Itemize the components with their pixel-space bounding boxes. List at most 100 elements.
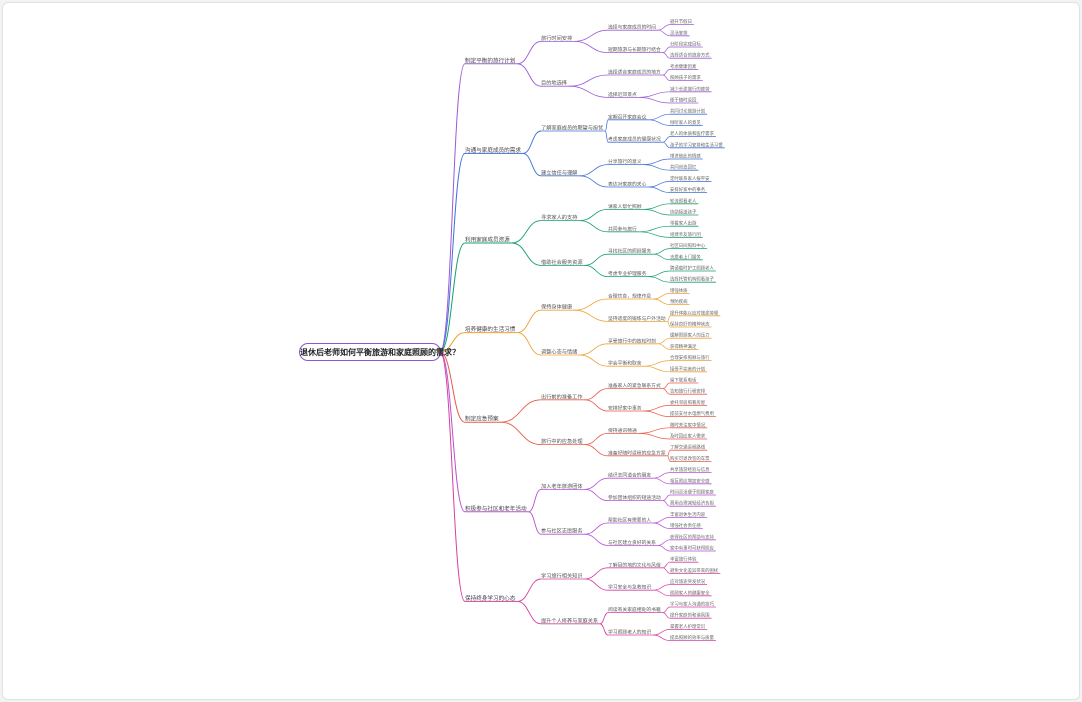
branch-node[interactable]: 制定应急预案 — [465, 415, 499, 423]
leaf-node[interactable]: 组建亲友旅行团 — [670, 231, 701, 238]
level2-node[interactable]: 目的地选择 — [541, 79, 568, 87]
leaf-node[interactable]: 了解交通返程路线 — [670, 444, 706, 451]
branch-node[interactable]: 培养健康的生活习惯 — [465, 325, 516, 333]
branch-node[interactable]: 积极参与社区和老年活动 — [465, 504, 527, 512]
level3-node[interactable]: 与社区建立良好的关系 — [608, 539, 656, 546]
leaf-node[interactable]: 共同讨论旅游计划 — [670, 108, 705, 115]
level3-node[interactable]: 共同参与旅行 — [608, 225, 637, 232]
leaf-node[interactable]: 便于随时返回 — [670, 97, 697, 104]
leaf-node[interactable]: 减少长途旅行的疲劳 — [670, 85, 710, 92]
level3-node[interactable]: 保持通讯畅通 — [608, 427, 637, 434]
leaf-node[interactable]: 灵活安排 — [670, 29, 688, 36]
level2-node[interactable]: 保持身体健康 — [541, 303, 572, 311]
leaf-node[interactable]: 告知旅行行程安排 — [670, 388, 706, 395]
leaf-node[interactable]: 照顾孩子的需求 — [670, 74, 701, 81]
leaf-node[interactable]: 时间灵活便于照顾家庭 — [670, 489, 715, 496]
leaf-node[interactable]: 预防疾病 — [670, 298, 688, 305]
level2-node[interactable]: 了解家庭成员的期望与担忧 — [541, 124, 603, 132]
level3-node[interactable]: 合理饮食，规律作息 — [608, 293, 651, 300]
leaf-node[interactable]: 委托邻居照看房屋 — [670, 399, 706, 406]
level2-node[interactable]: 学习旅行相关知识 — [541, 572, 583, 580]
root-topic-node[interactable]: 退休后老师如何平衡旅游和家庭照顾的需求？ — [299, 343, 460, 361]
leaf-node[interactable]: 丰富退休生活内容 — [670, 511, 706, 518]
leaf-node[interactable]: 聘请临时护工照顾老人 — [670, 265, 715, 272]
level2-node[interactable]: 旅行时间安排 — [541, 34, 572, 42]
level3-node[interactable]: 享受旅行中的放松时刻 — [608, 337, 656, 344]
leaf-node[interactable]: 增强体质 — [670, 287, 688, 294]
leaf-node[interactable]: 避开节假日 — [670, 18, 692, 25]
leaf-node[interactable]: 及时回应家人需求 — [670, 433, 706, 440]
level3-node[interactable]: 短期旅游与长期旅行结合 — [608, 46, 661, 53]
level2-node[interactable]: 加入老年旅游团体 — [541, 482, 583, 490]
level2-node[interactable]: 旅行中的应急处理 — [541, 437, 583, 445]
leaf-node[interactable]: 留下联系电话 — [670, 377, 697, 384]
level3-node[interactable]: 选择与家庭成员的时间 — [608, 24, 656, 31]
leaf-node[interactable]: 选择托管机构照看孩子 — [670, 276, 715, 283]
level3-node[interactable]: 考虑专业护理服务 — [608, 270, 647, 277]
leaf-node[interactable]: 孩子的学习安排和生活习惯 — [670, 141, 723, 148]
leaf-node[interactable]: 倾听家人的意见 — [670, 119, 701, 126]
level3-node[interactable]: 分享旅行的意义 — [608, 158, 642, 165]
level3-node[interactable]: 安排好家中事务 — [608, 405, 642, 412]
leaf-node[interactable]: 合理安排照顾与旅行 — [670, 354, 710, 361]
leaf-node[interactable]: 随时关注家中情况 — [670, 421, 706, 428]
level2-node[interactable]: 寻求家人的支持 — [541, 213, 577, 221]
leaf-node[interactable]: 考虑健康因素 — [670, 63, 697, 70]
leaf-node[interactable]: 分阶段完成目标 — [670, 41, 701, 48]
level2-node[interactable]: 建立信任与理解 — [541, 168, 577, 176]
branch-node[interactable]: 制定平衡的旅行计划 — [465, 56, 516, 64]
leaf-node[interactable]: 家中有事时可获得照应 — [670, 545, 715, 552]
leaf-node[interactable]: 照顾家人的健康安全 — [670, 589, 710, 596]
level3-node[interactable]: 准备好随时返程的应急方案 — [608, 449, 666, 456]
leaf-node[interactable]: 老人的体质和医疗需求 — [670, 130, 715, 137]
level3-node[interactable]: 学会平衡和取舍 — [608, 360, 642, 367]
leaf-node[interactable]: 提升体能以应对旅途劳顿 — [670, 309, 719, 316]
level3-node[interactable]: 坚持适度的锻炼与户外活动 — [608, 315, 666, 322]
level3-node[interactable]: 请家人帮忙照顾 — [608, 203, 642, 210]
leaf-node[interactable]: 选择适合的旅游方式 — [670, 52, 710, 59]
leaf-node[interactable]: 协助接送孩子 — [670, 209, 697, 216]
leaf-node[interactable]: 缓解照顾家人的压力 — [670, 332, 710, 339]
level3-node[interactable]: 寻找社区的照顾服务 — [608, 248, 651, 255]
leaf-node[interactable]: 定时联系家人报平安 — [670, 175, 710, 182]
leaf-node[interactable]: 提前支付水电燃气费用 — [670, 410, 714, 417]
branch-node[interactable]: 利用家庭成员资源 — [465, 236, 510, 244]
leaf-node[interactable]: 共同创造回忆 — [670, 164, 697, 171]
leaf-node[interactable]: 保持良好的精神状态 — [670, 321, 710, 328]
level3-node[interactable]: 学习照顾老人的知识 — [608, 629, 651, 636]
level3-node[interactable]: 了解目的地的文化与风俗 — [608, 561, 661, 568]
leaf-node[interactable]: 社区日间照料中心 — [670, 242, 706, 249]
level3-node[interactable]: 结识志同道合的朋友 — [608, 472, 651, 479]
leaf-node[interactable]: 轮流照看老人 — [670, 197, 697, 204]
leaf-node[interactable]: 丰富旅行体验 — [670, 556, 697, 563]
leaf-node[interactable]: 增进彼此的情感 — [670, 153, 701, 160]
level2-node[interactable]: 调整心态与情绪 — [541, 348, 577, 356]
leaf-node[interactable]: 提升家庭的和谐氛围 — [670, 612, 710, 619]
level3-node[interactable]: 学习安全与急救知识 — [608, 584, 651, 591]
leaf-node[interactable]: 购买可退改签的车票 — [670, 455, 710, 462]
level2-node[interactable]: 借助社会服务资源 — [541, 258, 583, 266]
level3-node[interactable]: 参加团体组织的短途活动 — [608, 494, 661, 501]
level3-node[interactable]: 定期召开家庭会议 — [608, 113, 647, 120]
leaf-node[interactable]: 提高照顾的效率与质量 — [670, 634, 715, 641]
level3-node[interactable]: 准备家人的紧急联系方式 — [608, 382, 661, 389]
leaf-node[interactable]: 带着家人出游 — [670, 220, 697, 227]
level3-node[interactable]: 选择适合家庭成员的地方 — [608, 69, 661, 76]
leaf-node[interactable]: 安排好家中的事务 — [670, 186, 706, 193]
leaf-node[interactable]: 应对旅途突发状况 — [670, 578, 706, 585]
leaf-node[interactable]: 获得社区的帮助与支持 — [670, 533, 715, 540]
branch-node[interactable]: 保持终身学习的心态 — [465, 594, 516, 602]
level2-node[interactable]: 参与社区志愿服务 — [541, 527, 583, 535]
level3-node[interactable]: 选择近郊景点 — [608, 91, 637, 98]
level3-node[interactable]: 帮助社区有需要的人 — [608, 517, 651, 524]
level2-node[interactable]: 提升个人修养与家庭关系 — [541, 616, 598, 624]
leaf-node[interactable]: 志愿者上门服务 — [670, 253, 701, 260]
leaf-node[interactable]: 增强社会责任感 — [670, 522, 701, 529]
leaf-node[interactable]: 学习与家人沟通的技巧 — [670, 601, 715, 608]
level2-node[interactable]: 出行前的准备工作 — [541, 392, 583, 400]
leaf-node[interactable]: 费用合理减轻经济负担 — [670, 500, 715, 507]
branch-node[interactable]: 沟通与家庭成员的需求 — [465, 146, 521, 154]
leaf-node[interactable]: 接受不完美的计划 — [670, 365, 705, 372]
leaf-node[interactable]: 获得精神满足 — [670, 343, 697, 350]
leaf-node[interactable]: 共享旅游经验与信息 — [670, 466, 710, 473]
